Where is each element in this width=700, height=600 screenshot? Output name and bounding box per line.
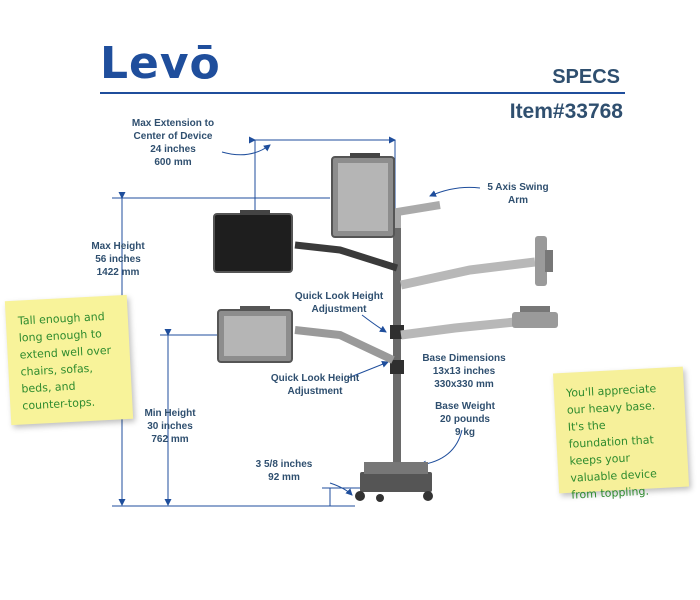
- max-height-label: Max Height 56 inches 1422 mm: [91, 241, 145, 278]
- quick-look-label-2: Quick Look Height Adjustment: [270, 373, 360, 397]
- max-extension-label: Max Extension to Center of Device 24 inc…: [131, 118, 215, 168]
- dimension-lines: [112, 136, 481, 507]
- swing-arm-label: 5 Axis Swing Arm: [487, 182, 549, 206]
- sticky-note-left: Tall enough and long enough to extend we…: [4, 294, 134, 426]
- base-weight-label: Base Weight 20 pounds 9 kg: [435, 401, 495, 438]
- specs-heading: SPECS: [552, 66, 620, 88]
- base-dimensions-label: Base Dimensions 13x13 inches 330x330 mm: [422, 353, 506, 390]
- header-rule: [100, 92, 625, 94]
- quick-look-label-1: Quick Look Height Adjustment: [294, 291, 384, 315]
- sticky-note-right: You'll appreciate our heavy base. It's t…: [552, 366, 690, 502]
- levo-logo: Levō: [100, 38, 221, 89]
- clearance-label: 3 5/8 inches 92 mm: [255, 459, 313, 483]
- min-height-label: Min Height 30 inches 762 mm: [144, 408, 196, 445]
- item-number: Item#33768: [509, 100, 623, 123]
